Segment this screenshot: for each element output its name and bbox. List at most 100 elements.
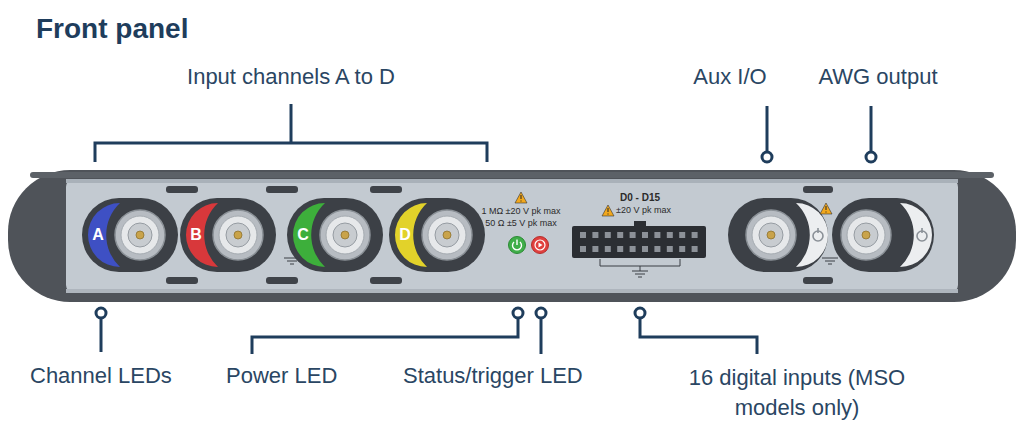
header-pins <box>580 232 586 238</box>
leader-dots <box>513 308 523 318</box>
vent-slots <box>266 277 298 284</box>
header-pins <box>630 246 636 252</box>
channel-badge: D <box>391 203 427 267</box>
callout-label: Power LED <box>226 363 376 389</box>
bnc-connector <box>841 210 891 260</box>
housing <box>66 179 958 293</box>
bnc-connector <box>320 210 370 260</box>
channel-sockets <box>389 198 485 272</box>
leader-dots <box>635 308 645 318</box>
leader-lines <box>540 318 543 354</box>
pin-range: D0 - D15 <box>590 192 690 204</box>
header-pins <box>679 246 685 252</box>
housing <box>66 179 958 183</box>
status-leds <box>509 237 526 254</box>
callout-label: Aux I/O <box>680 64 780 90</box>
bnc-connector <box>219 216 257 254</box>
header-pins <box>617 246 623 252</box>
bnc-connector <box>443 231 451 239</box>
vent-slots <box>266 186 298 193</box>
ground-symbols <box>600 259 680 277</box>
housing <box>8 170 1016 302</box>
leader-dots <box>96 308 106 318</box>
header-pins <box>642 232 648 238</box>
housing <box>8 170 1016 302</box>
vent-slots <box>803 277 833 284</box>
warning-triangles <box>820 203 832 214</box>
bnc-connector <box>841 210 891 260</box>
leader-lines <box>640 318 757 354</box>
channel-badge: A <box>84 203 120 267</box>
channel-badge: B <box>182 203 218 267</box>
rating-note: 1 MΩ ±20 V pk max <box>466 206 576 217</box>
channel-sockets <box>180 198 276 272</box>
ground-symbols <box>284 258 838 277</box>
header-pins <box>605 232 611 238</box>
digital-header <box>572 221 706 258</box>
bnc-connector <box>234 231 242 239</box>
badge-crescent <box>293 203 325 267</box>
badge-crescent <box>186 203 218 267</box>
channel-sockets <box>832 198 934 272</box>
channel-sockets <box>82 198 934 272</box>
output-icons <box>817 228 819 233</box>
header-pins <box>642 246 648 252</box>
channel-sockets <box>728 198 828 272</box>
header-pins <box>580 246 586 252</box>
rating-note: ±20 V pk max <box>616 205 696 216</box>
header-pins <box>692 246 698 252</box>
callout-label: AWG output <box>803 64 953 90</box>
channel-letter: C <box>292 203 314 267</box>
bnc-connector <box>767 231 775 239</box>
channel-sockets <box>82 198 178 272</box>
leader-dots <box>762 152 772 162</box>
bnc-connectors <box>115 210 891 260</box>
bnc-connector <box>422 210 472 260</box>
ground-symbols <box>822 258 838 264</box>
leader-lines <box>95 143 487 162</box>
vent-slots <box>166 186 833 284</box>
header-pins <box>692 232 698 238</box>
rating-note: 50 Ω ±5 V pk max <box>466 218 576 229</box>
callout-label: 16 digital inputs (MSO models only) <box>688 363 906 422</box>
header-pins <box>617 232 623 238</box>
vent-slots <box>803 186 833 193</box>
bnc-connector <box>326 216 364 254</box>
digital-header <box>572 226 706 258</box>
bracket-label: Input channels A to D <box>141 64 441 90</box>
leader-lines <box>100 318 103 352</box>
channel-badge: C <box>289 203 325 267</box>
channel-letter: B <box>185 203 207 267</box>
bnc-connector <box>752 216 790 254</box>
leader-lines <box>252 318 518 354</box>
vent-slots <box>370 186 402 193</box>
channel-sockets <box>287 198 383 272</box>
bnc-connector <box>115 210 165 260</box>
leader-lines <box>766 106 769 152</box>
callout-label: Channel LEDs <box>30 363 200 389</box>
bnc-connector <box>136 231 144 239</box>
bnc-connector <box>341 231 349 239</box>
bnc-connector <box>854 223 878 247</box>
header-pins <box>605 246 611 252</box>
header-pins <box>592 246 598 252</box>
status-leds <box>509 237 549 254</box>
header-pins <box>592 232 598 238</box>
vent-slots <box>370 277 402 284</box>
bnc-connector <box>333 223 357 247</box>
ground-symbols <box>284 258 300 264</box>
bnc-connector <box>213 210 263 260</box>
bnc-connector <box>746 210 796 260</box>
leader-lines <box>290 104 293 143</box>
header-pins <box>630 232 636 238</box>
status-leds <box>535 240 545 250</box>
bnc-connector <box>862 231 870 239</box>
leader-dots <box>536 308 546 318</box>
header-pins <box>654 246 660 252</box>
channel-letter: A <box>87 203 109 267</box>
bnc-connector <box>128 223 152 247</box>
bnc-connector <box>213 210 263 260</box>
leader-lines <box>870 106 873 152</box>
header-pins <box>667 246 673 252</box>
warning-triangles <box>515 192 527 203</box>
